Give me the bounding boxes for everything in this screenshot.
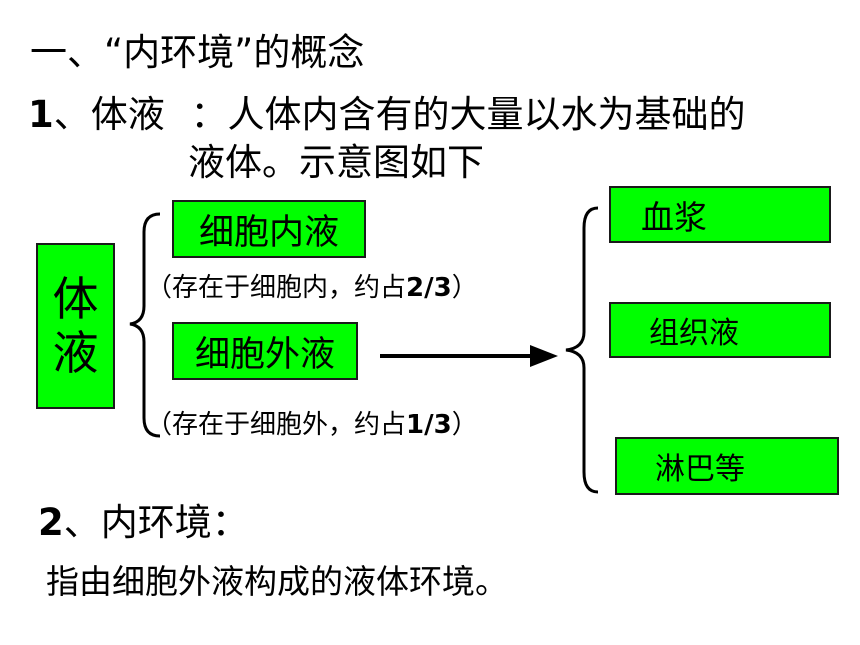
section1-definition-line1: 人体内含有的大量以水为基础的 [227, 93, 746, 136]
section1-heading: 1、体液 ：人体内含有的大量以水为基础的 [28, 84, 746, 138]
intracellular-fluid-label: 细胞内液 [198, 212, 339, 253]
extracellular-fluid-box: 细胞外液 [172, 322, 358, 380]
extracellular-note: （存在于细胞外，约占1/3） [146, 404, 478, 441]
intracellular-note-text: （存在于细胞内，约占 [146, 273, 407, 303]
section1-colon: ： [190, 93, 228, 136]
extracellular-note-fraction: 1/3 [406, 410, 452, 440]
section1-number: 1 [28, 93, 54, 136]
section2-definition: 指由细胞外液构成的液体环境。 [46, 562, 508, 601]
page-title: 一、“内环境”的概念 [30, 31, 365, 74]
root-char-2: 液 [52, 326, 99, 380]
component-lymph-label: 淋巴等 [655, 452, 745, 487]
section2-label: 、内环境： [63, 501, 249, 544]
section2-heading: 2、内环境： [38, 492, 249, 546]
extracellular-note-close: ） [451, 410, 478, 440]
intracellular-note: （存在于细胞内，约占2/3） [146, 267, 478, 304]
section1-label: 、体液 [53, 93, 165, 136]
intracellular-note-close: ） [451, 273, 478, 303]
right-brace [565, 206, 599, 494]
extracellular-fluid-label: 细胞外液 [194, 334, 335, 375]
root-box-body-fluid: 体 液 [36, 243, 115, 409]
component-box-lymph: 淋巴等 [615, 437, 839, 495]
intracellular-fluid-box: 细胞内液 [172, 200, 366, 258]
component-box-plasma: 血浆 [609, 186, 831, 243]
extracellular-note-text: （存在于细胞外，约占 [146, 410, 407, 440]
section2-number: 2 [38, 501, 64, 544]
component-interstitial-fluid-label: 组织液 [649, 316, 739, 351]
intracellular-note-fraction: 2/3 [406, 273, 452, 303]
root-char-1: 体 [52, 272, 99, 326]
arrow-icon [380, 345, 558, 367]
section1-definition-line2: 液体。示意图如下 [188, 141, 484, 184]
left-brace [129, 212, 161, 438]
component-plasma-label: 血浆 [641, 197, 707, 237]
component-box-interstitial-fluid: 组织液 [609, 302, 831, 358]
